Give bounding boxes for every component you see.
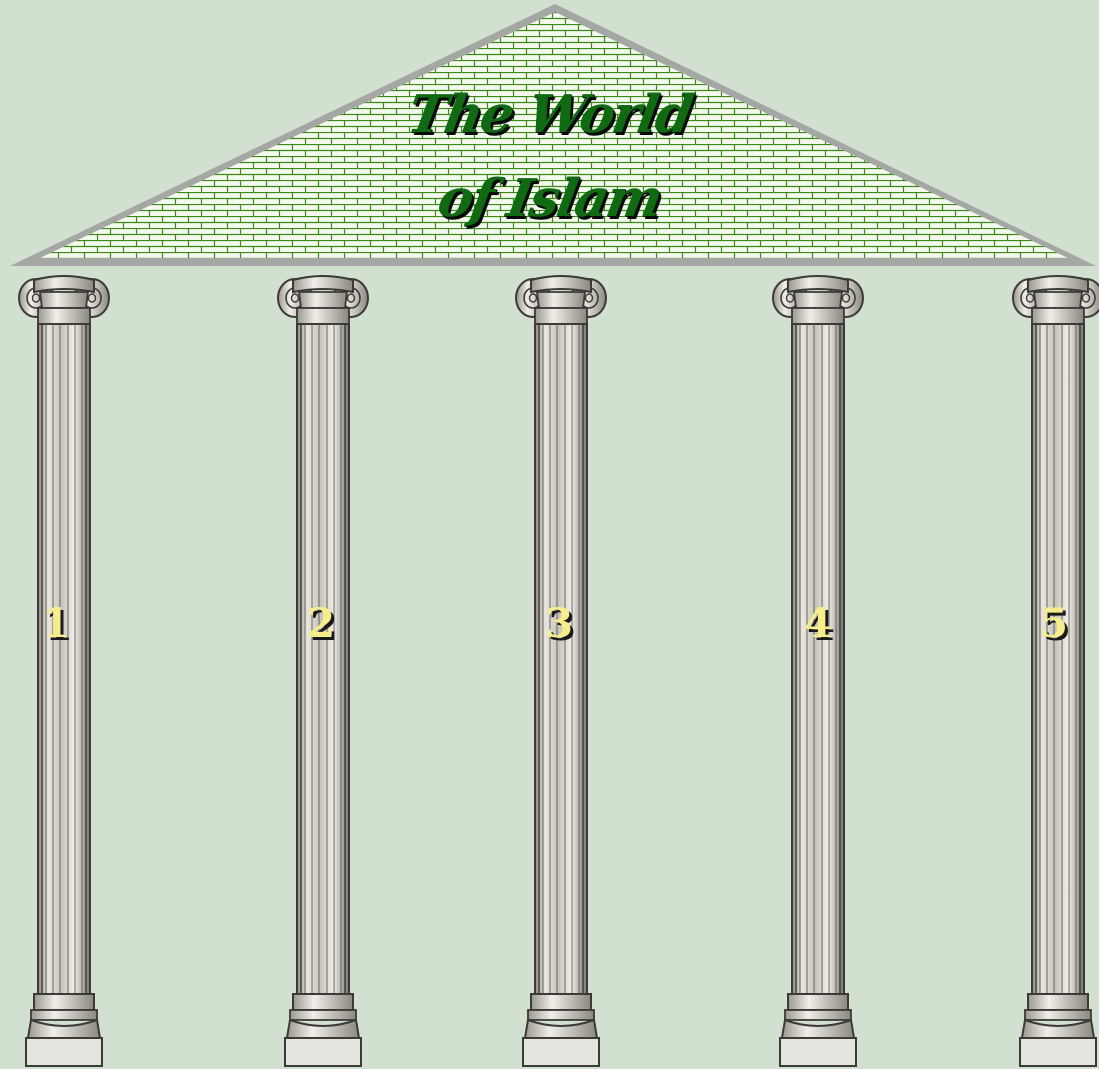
- pillar-link-1[interactable]: 1: [26, 600, 86, 647]
- pillar-link-4[interactable]: 4: [788, 600, 848, 647]
- page-title-line1: The World: [0, 84, 1099, 145]
- pillar-link-5[interactable]: 5: [1024, 600, 1084, 647]
- pillar-link-2[interactable]: 2: [291, 600, 351, 647]
- page-title-line2: of Islam: [0, 168, 1099, 229]
- pillar-link-3[interactable]: 3: [529, 600, 589, 647]
